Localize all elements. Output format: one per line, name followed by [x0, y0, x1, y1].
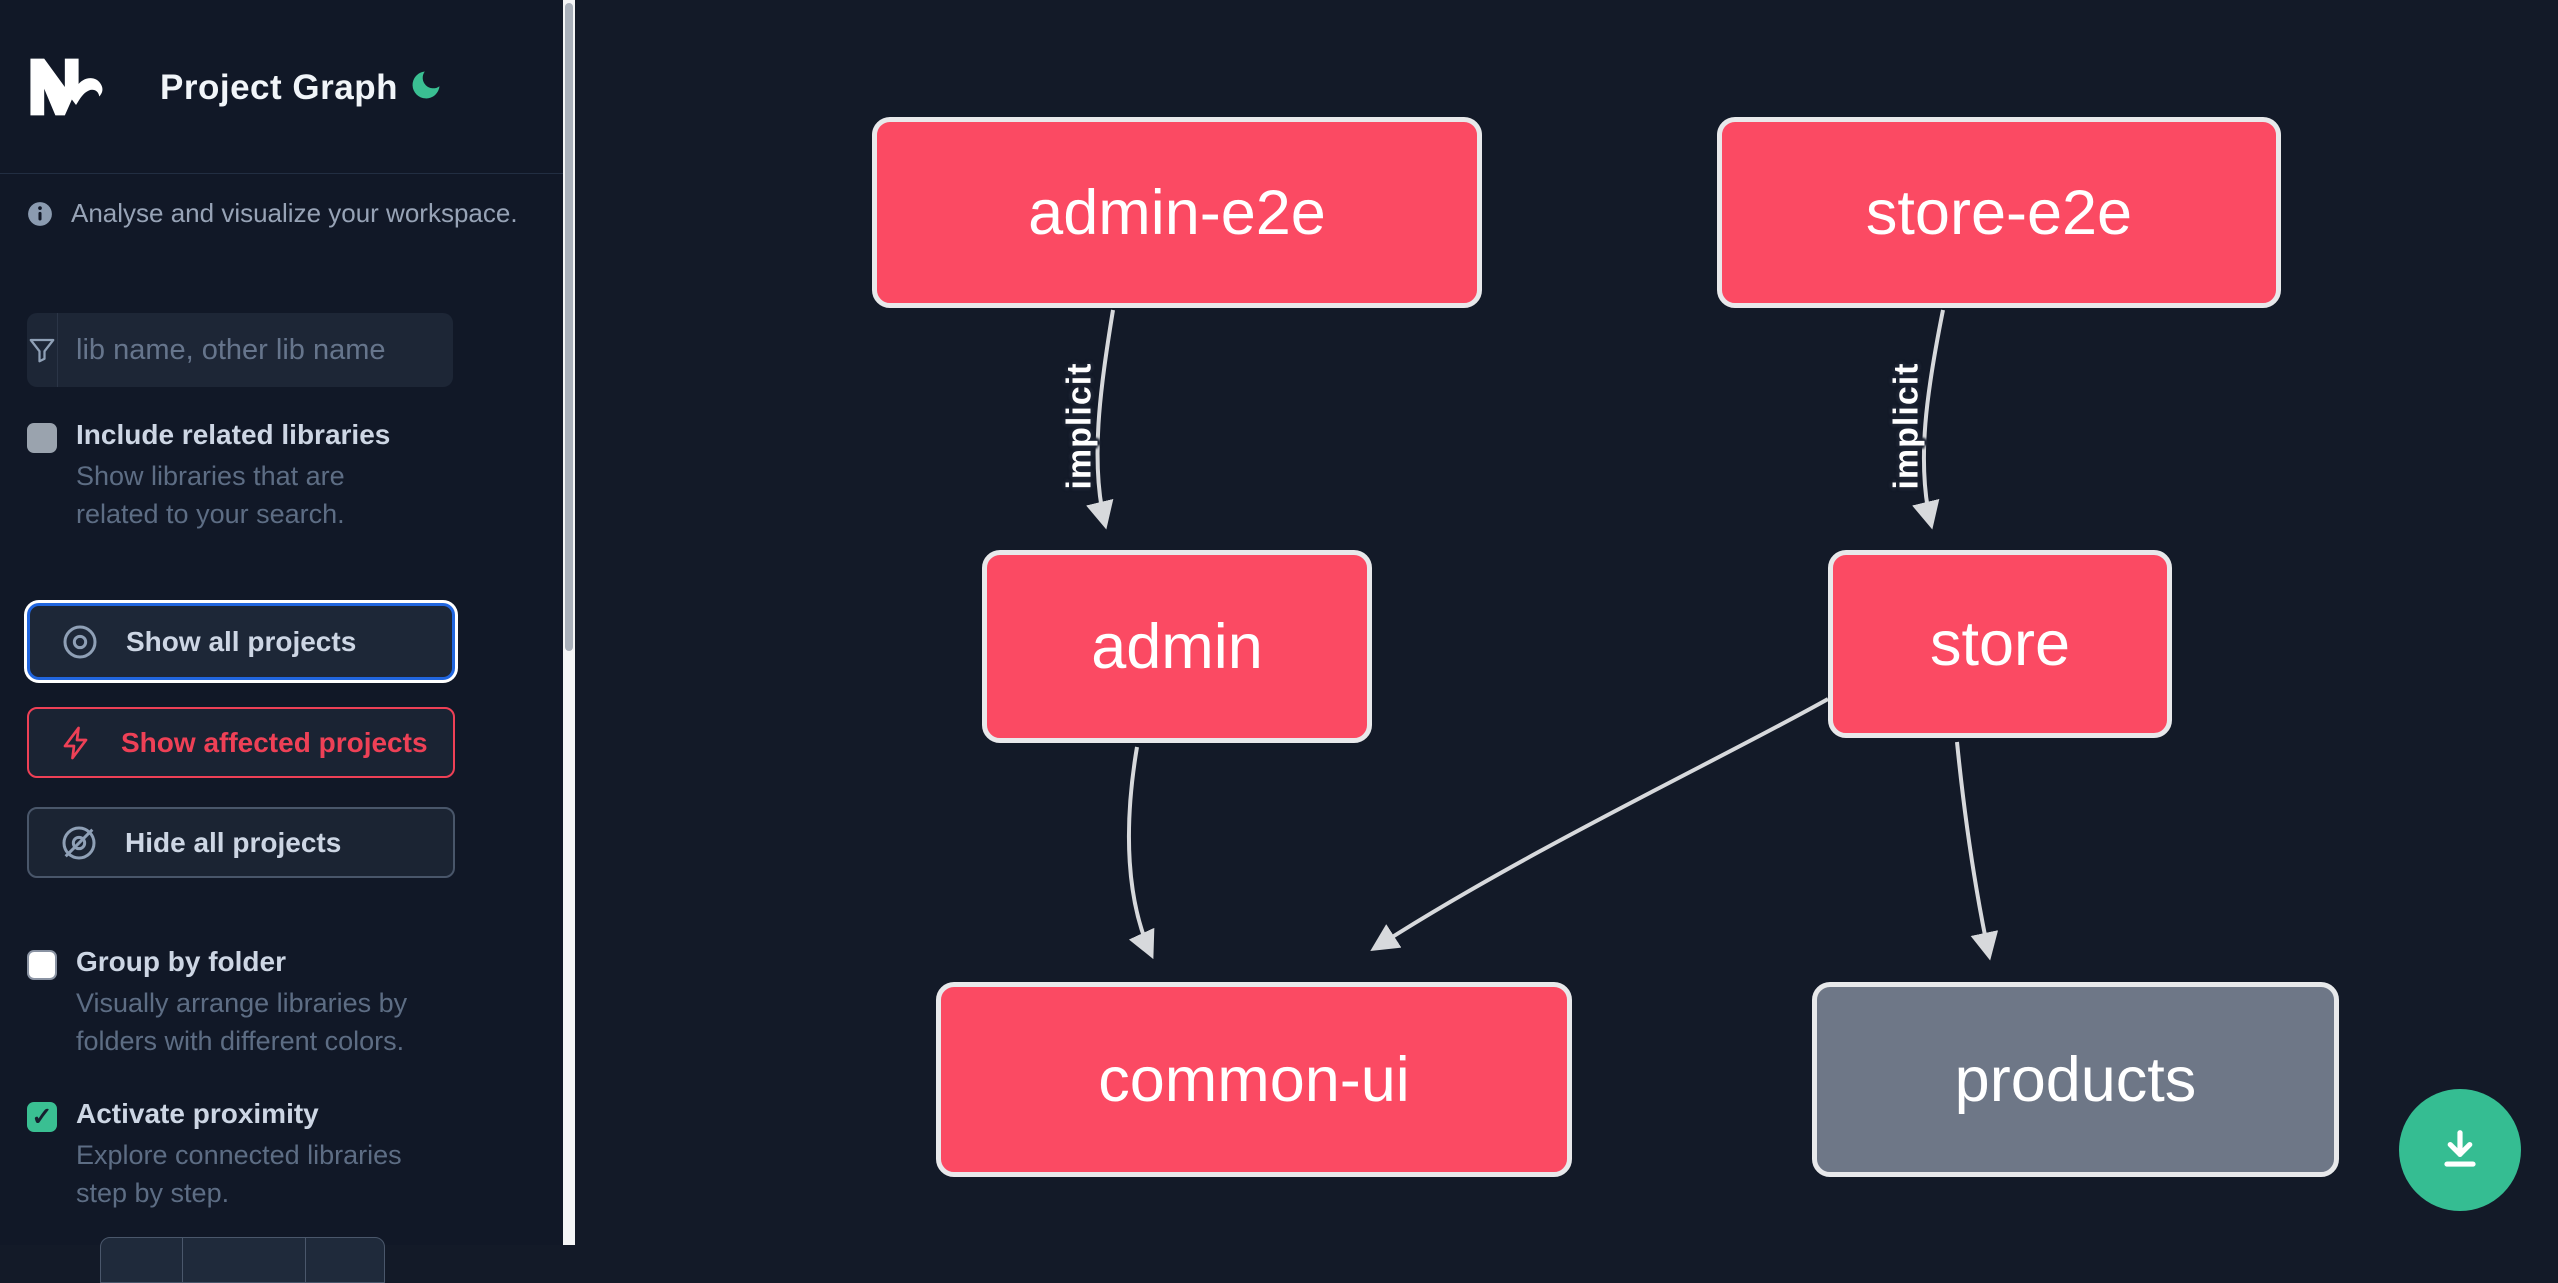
group-by-folder-row: Group by folder Visually arrange librari… [27, 946, 527, 1056]
project-node-admin[interactable]: admin [982, 550, 1372, 743]
eye-off-icon [62, 826, 96, 859]
project-node-products[interactable]: products [1812, 982, 2339, 1177]
project-node-store[interactable]: store [1828, 550, 2172, 738]
node-label: store [1929, 609, 2071, 679]
proximity-depth-control [100, 1237, 385, 1283]
include-related-label[interactable]: Include related libraries [76, 419, 391, 450]
include-related-row: Include related libraries Show libraries… [27, 419, 527, 529]
node-label: admin [1091, 611, 1263, 682]
project-node-admin-e2e[interactable]: admin-e2e [872, 117, 1482, 308]
show-all-projects-label: Show all projects [126, 625, 357, 657]
edge-label-implicit: implicit [1060, 362, 1099, 490]
info-icon [28, 201, 52, 226]
filter-icon-cell [27, 313, 58, 387]
proximity-value-field[interactable] [183, 1237, 305, 1283]
activate-proximity-row: ✓ Activate proximity Explore connected l… [27, 1098, 527, 1208]
proximity-decrement-button[interactable] [100, 1237, 183, 1283]
nx-logo [30, 58, 103, 116]
edge-store-to-common-ui[interactable] [1370, 697, 1829, 952]
search-input[interactable] [58, 313, 471, 387]
show-affected-projects-label: Show affected projects [121, 726, 428, 758]
hide-all-projects-label: Hide all projects [125, 826, 342, 858]
edge-store-e2e-to-store[interactable] [1912, 309, 1945, 530]
header-divider [0, 173, 563, 174]
include-related-checkbox[interactable] [27, 423, 57, 453]
check-icon: ✓ [31, 1103, 53, 1131]
theme-toggle-button[interactable] [406, 66, 446, 106]
node-label: store-e2e [1865, 177, 2133, 248]
show-affected-projects-button[interactable]: Show affected projects [27, 707, 455, 778]
hide-all-projects-button[interactable]: Hide all projects [27, 807, 455, 878]
graph-edges [1086, 309, 1999, 961]
group-by-folder-checkbox[interactable] [27, 950, 57, 980]
funnel-icon [29, 338, 55, 363]
include-related-description: Show libraries that are related to your … [76, 461, 345, 529]
node-label: common-ui [1098, 1044, 1410, 1115]
edge-store-to-products[interactable] [1955, 741, 1999, 961]
proximity-increment-button[interactable] [305, 1237, 385, 1283]
edge-label-implicit: implicit [1887, 362, 1926, 490]
eye-icon [63, 625, 97, 658]
tagline-text: Analyse and visualize your workspace. [71, 198, 518, 228]
project-node-store-e2e[interactable]: store-e2e [1717, 117, 2281, 308]
group-by-folder-description: Visually arrange libraries by folders wi… [76, 988, 408, 1056]
download-icon [2444, 1130, 2476, 1167]
download-graph-button[interactable] [2399, 1089, 2521, 1211]
edge-admin-e2e-to-admin[interactable] [1086, 309, 1115, 530]
activate-proximity-label[interactable]: Activate proximity [76, 1098, 319, 1129]
group-by-folder-label[interactable]: Group by folder [76, 946, 286, 977]
edge-admin-to-common-ui[interactable] [1126, 746, 1155, 960]
project-graph-canvas[interactable]: implicit implicit admin-e2e store-e2e ad… [575, 0, 2558, 1245]
node-label: products [1954, 1044, 2197, 1115]
tagline-row: Analyse and visualize your workspace. [27, 198, 547, 229]
lightning-icon [63, 726, 88, 759]
show-all-projects-button[interactable]: Show all projects [27, 603, 455, 680]
project-node-common-ui[interactable]: common-ui [936, 982, 1572, 1177]
search-box [27, 313, 471, 387]
node-label: admin-e2e [1028, 177, 1326, 248]
activate-proximity-description: Explore connected libraries step by step… [76, 1140, 402, 1208]
moon-icon [412, 71, 440, 98]
page-title: Project Graph [160, 68, 398, 107]
activate-proximity-checkbox[interactable]: ✓ [27, 1102, 57, 1132]
sidebar-scrollbar-thumb[interactable] [565, 3, 573, 651]
sidebar: Project Graph Analyse and visualize your… [0, 0, 563, 1283]
